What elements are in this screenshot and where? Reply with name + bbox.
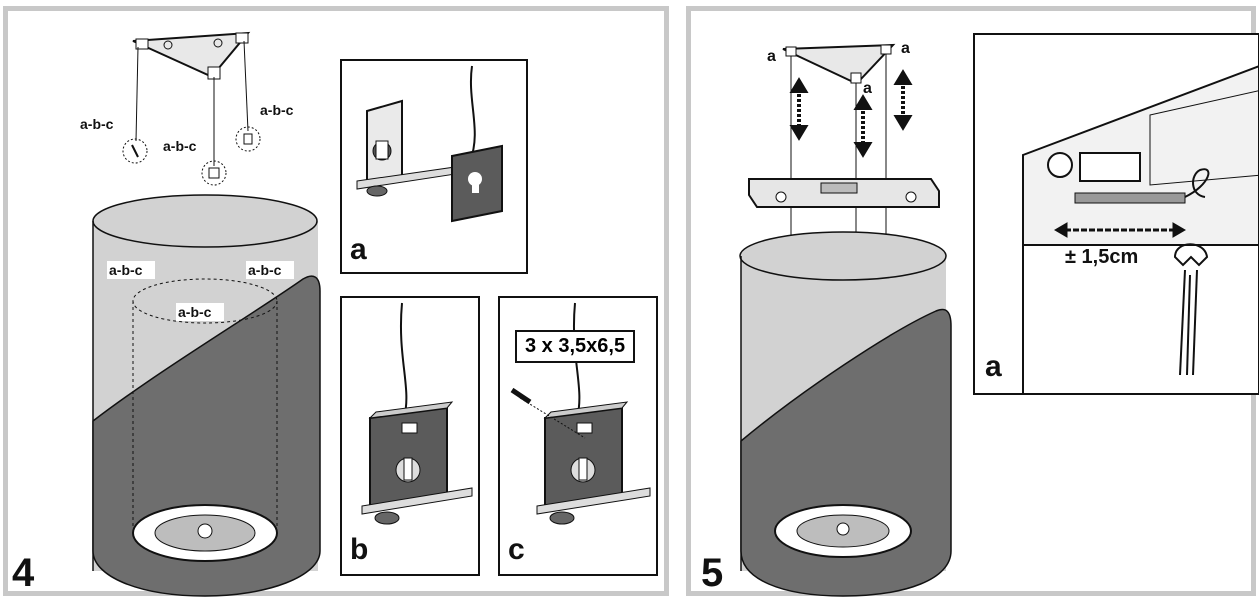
measure-arrow xyxy=(1054,222,1186,238)
bracket-label: a xyxy=(863,80,872,97)
screw-icon xyxy=(510,387,532,405)
bracket-label: a xyxy=(767,48,776,65)
measurement-label: ± 1,5cm xyxy=(1065,246,1138,268)
step-number: 5 xyxy=(701,551,724,595)
ceiling-bracket xyxy=(782,43,896,84)
inset-letter: b xyxy=(350,533,369,566)
screw-spec-label: 3 x 3,5x6,5 xyxy=(515,330,636,363)
inset-b: b xyxy=(340,296,480,576)
abc-label: a-b-c xyxy=(248,262,282,278)
abc-label: a-b-c xyxy=(109,262,143,278)
inset-letter: a xyxy=(985,350,1002,383)
step-5-illustration: a a a xyxy=(739,40,952,597)
abc-label: a-b-c xyxy=(80,116,114,132)
inset-c: 3 x 3,5x6,5 c xyxy=(498,296,658,576)
bracket-illustration xyxy=(510,302,651,525)
ceiling-bracket xyxy=(132,31,251,80)
spirit-level xyxy=(748,178,940,208)
bracket-illustration xyxy=(361,302,473,525)
hood-chimney xyxy=(739,231,952,597)
abc-label: a-b-c xyxy=(178,304,212,320)
step-number: 4 xyxy=(12,551,35,595)
mark-circle-left xyxy=(122,138,148,164)
abc-labels: a-b-c a-b-c a-b-c a-b-c a-b-c a-b-c xyxy=(80,102,294,321)
mark-circle-right xyxy=(235,126,261,152)
mark-circle-center xyxy=(201,160,227,186)
wrench-icon xyxy=(1173,243,1209,376)
abc-label: a-b-c xyxy=(163,138,197,154)
step-5-panel: a a a xyxy=(686,6,1259,597)
inset-a: ± 1,5cm a xyxy=(973,33,1259,395)
adjust-arrows xyxy=(789,69,913,158)
step-4-illustration: a-b-c a-b-c a-b-c a-b-c a-b-c a-b-c xyxy=(80,31,321,597)
adjustment-detail: ± 1,5cm xyxy=(1022,65,1258,393)
bracket-label: a xyxy=(901,40,910,57)
inset-letter: c xyxy=(508,533,525,566)
abc-label: a-b-c xyxy=(260,102,294,118)
inset-a: a xyxy=(340,59,528,274)
bracket-illustration xyxy=(356,65,503,223)
step-4-panel: a-b-c a-b-c a-b-c a-b-c a-b-c a-b-c 4 a xyxy=(3,6,669,597)
hood-chimney xyxy=(92,194,321,597)
inset-letter: a xyxy=(350,233,367,266)
